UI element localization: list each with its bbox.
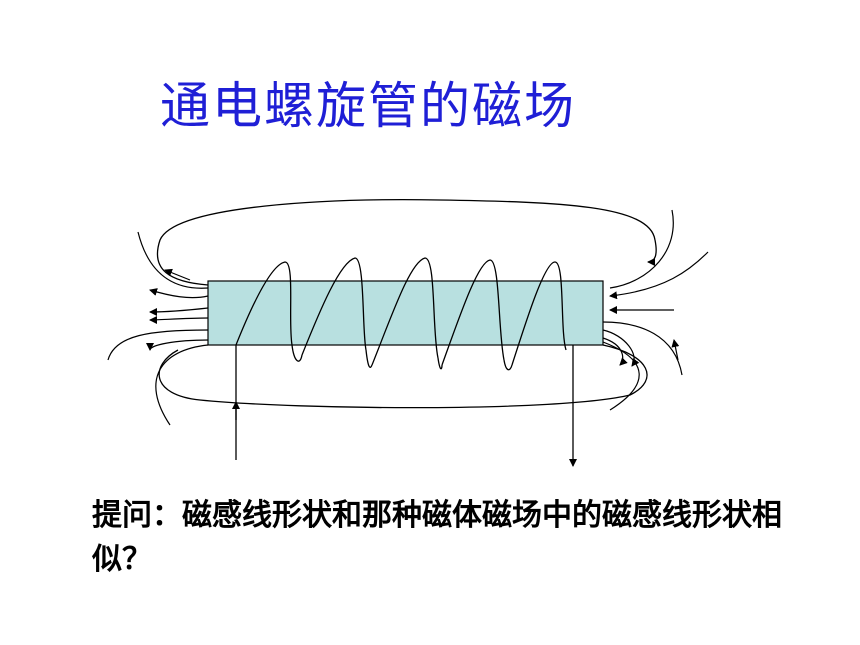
field-line-left-6 [146, 339, 209, 351]
field-line-bottom-loop [158, 344, 648, 409]
field-line-left-1b [164, 268, 191, 281]
field-line-left-2 [149, 288, 209, 299]
field-line-right-5 [602, 329, 640, 367]
field-line-left-4 [149, 315, 209, 324]
field-line-right-4b [671, 339, 680, 361]
field-line-left-5 [107, 329, 209, 361]
field-line-right-2 [609, 209, 674, 289]
solenoid-core [207, 280, 604, 346]
field-line-left-7 [155, 344, 209, 426]
slide-title: 通电螺旋管的磁场 [160, 77, 576, 135]
field-line-right-6 [602, 337, 628, 366]
field-line-left-3 [149, 307, 209, 316]
field-line-top-loop [156, 199, 657, 286]
field-line-right-7 [602, 341, 640, 411]
field-line-right-4 [602, 321, 683, 376]
field-line-left-1 [137, 231, 209, 289]
question-text: 提问：磁感线形状和那种磁体磁场中的磁感线形状相似？ [92, 498, 782, 577]
coil-windings [235, 257, 567, 371]
field-line-right-1 [609, 251, 709, 300]
